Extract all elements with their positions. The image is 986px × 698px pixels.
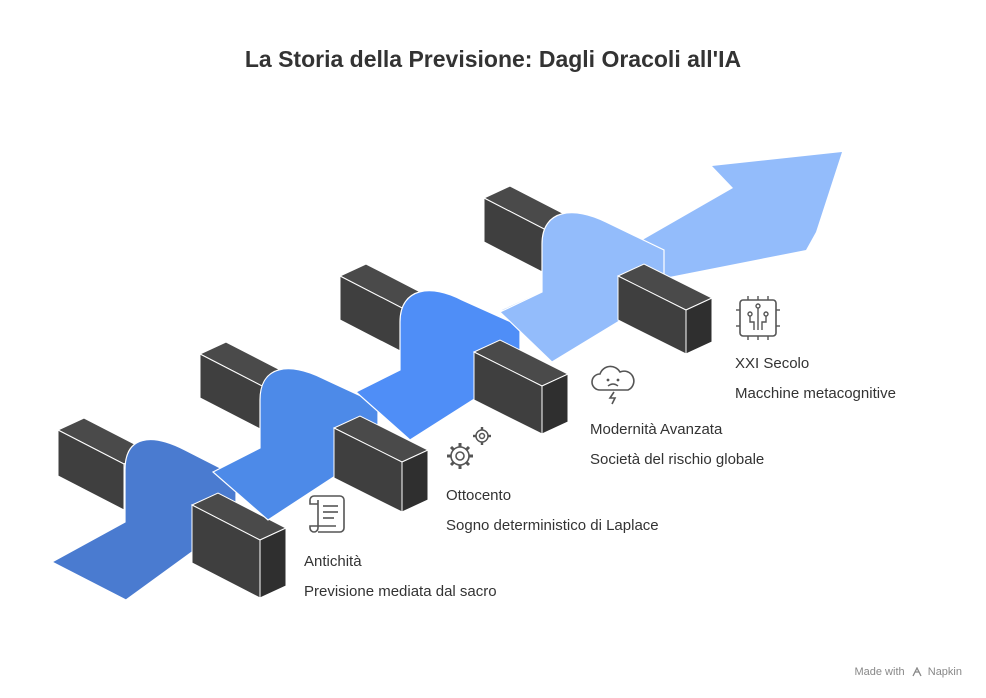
stage-3-title: Modernità Avanzata [590, 421, 723, 438]
napkin-brand-label: Napkin [927, 666, 962, 678]
stage-4-description: Macchine metacognitive [735, 385, 896, 402]
diagram-title: La Storia della Previsione: Dagli Oracol… [244, 46, 742, 72]
stage-2-title: Ottocento [446, 487, 512, 504]
made-with-label: Made with [854, 666, 905, 678]
stage-1-segment [50, 417, 288, 601]
stage-3-segment [338, 263, 570, 441]
circuit-chip-icon [736, 296, 780, 340]
made-with-napkin-footer: Made with Napkin [854, 666, 962, 678]
napkin-logo-icon [912, 667, 922, 677]
storm-cloud-icon [591, 365, 635, 405]
stage-4-title: XXI Secolo [735, 355, 810, 372]
stage-1-description: Previsione mediata dal sacro [304, 583, 497, 600]
gears-icon [447, 427, 491, 469]
stage-2-segment [198, 341, 430, 521]
stage-3-description: Società del rischio globale [590, 451, 765, 468]
scroll-icon [309, 495, 345, 533]
stage-4-segment [482, 185, 714, 363]
stage-1-title: Antichità [304, 553, 362, 570]
progress-arrow [502, 152, 842, 310]
stage-2-description: Sogno deterministico di Laplace [446, 517, 659, 534]
